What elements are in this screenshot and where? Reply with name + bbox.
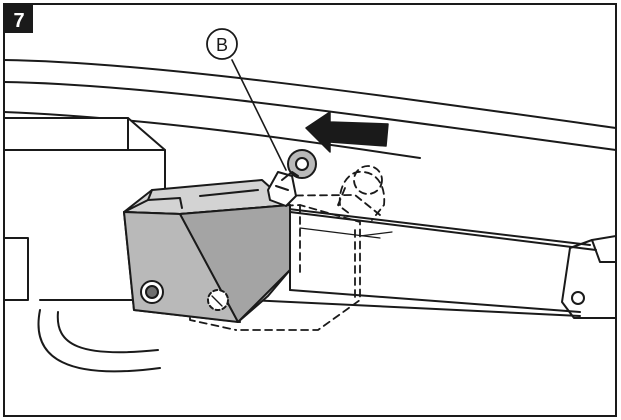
gray-device-box bbox=[123, 179, 291, 323]
arrow-left-icon bbox=[305, 111, 389, 153]
position-marker bbox=[207, 289, 229, 311]
step-badge: 7 bbox=[5, 5, 33, 33]
callout-b: B bbox=[206, 28, 238, 60]
callout-label: B bbox=[216, 35, 228, 55]
callout-leader bbox=[231, 59, 287, 171]
step-number: 7 bbox=[13, 10, 24, 32]
key-icon bbox=[267, 149, 317, 207]
bolt-icon bbox=[140, 280, 164, 304]
end-bracket bbox=[561, 235, 616, 319]
vehicle-beam bbox=[4, 59, 616, 159]
tow-bar-tube bbox=[249, 204, 597, 317]
